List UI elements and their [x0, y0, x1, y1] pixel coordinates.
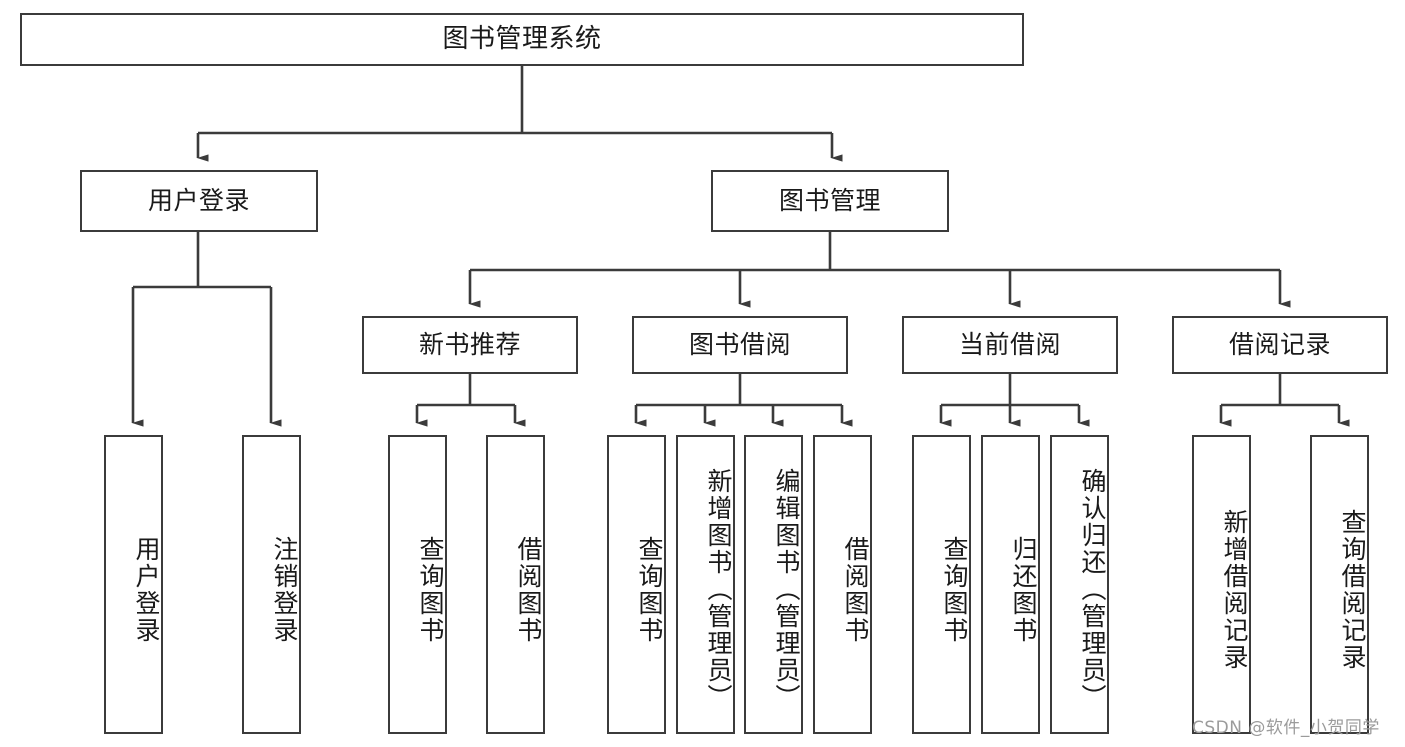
node-label: 借阅记录: [1228, 330, 1331, 360]
node-label: 用户登录: [132, 535, 161, 644]
leaf-current-return-book[interactable]: 归还图书: [981, 435, 1040, 734]
leaf-record-query-record[interactable]: 查询借阅记录: [1310, 435, 1369, 734]
node-label: 用户登录: [147, 186, 250, 216]
node-label: 查询借阅记录: [1338, 508, 1367, 671]
node-label: 图书管理系统: [442, 24, 602, 55]
node-label: 查询图书: [635, 535, 664, 644]
leaf-user-login-signin[interactable]: 用户登录: [104, 435, 163, 734]
node-borrowing-record[interactable]: 借阅记录: [1172, 316, 1388, 374]
leaf-current-query-book[interactable]: 查询图书: [912, 435, 971, 734]
leaf-borrow-borrow-book[interactable]: 借阅图书: [813, 435, 872, 734]
node-book-management[interactable]: 图书管理: [711, 170, 949, 232]
node-label: 借阅图书: [514, 535, 543, 644]
node-label: 图书管理: [778, 186, 881, 216]
leaf-borrow-edit-book-admin[interactable]: 编辑图书（管理员）: [744, 435, 803, 734]
node-book-borrowing[interactable]: 图书借阅: [632, 316, 848, 374]
node-label: 查询图书: [416, 535, 445, 644]
node-new-book-recommendation[interactable]: 新书推荐: [362, 316, 578, 374]
leaf-record-add-record[interactable]: 新增借阅记录: [1192, 435, 1251, 734]
node-label: 注销登录: [270, 535, 299, 644]
node-label: 新增图书（管理员）: [704, 468, 733, 711]
node-label: 图书借阅: [688, 330, 791, 360]
node-label: 借阅图书: [841, 535, 870, 644]
node-label: 编辑图书（管理员）: [772, 468, 801, 711]
leaf-borrow-query-book[interactable]: 查询图书: [607, 435, 666, 734]
node-label: 当前借阅: [958, 330, 1061, 360]
csdn-watermark: CSDN @软件_小贺同学: [1192, 718, 1380, 738]
leaf-new-book-query-book[interactable]: 查询图书: [388, 435, 447, 734]
node-label: 查询图书: [940, 535, 969, 644]
node-current-borrowing[interactable]: 当前借阅: [902, 316, 1118, 374]
leaf-new-book-borrow-book[interactable]: 借阅图书: [486, 435, 545, 734]
node-label: 新书推荐: [418, 330, 521, 360]
leaf-borrow-add-book-admin[interactable]: 新增图书（管理员）: [676, 435, 735, 734]
node-label: 新增借阅记录: [1220, 508, 1249, 671]
node-label: 归还图书: [1009, 535, 1038, 644]
leaf-user-login-signout[interactable]: 注销登录: [242, 435, 301, 734]
node-label: 确认归还（管理员）: [1078, 468, 1107, 711]
leaf-current-confirm-return-admin[interactable]: 确认归还（管理员）: [1050, 435, 1109, 734]
node-user-login[interactable]: 用户登录: [80, 170, 318, 232]
node-root-book-management-system[interactable]: 图书管理系统: [20, 13, 1024, 66]
